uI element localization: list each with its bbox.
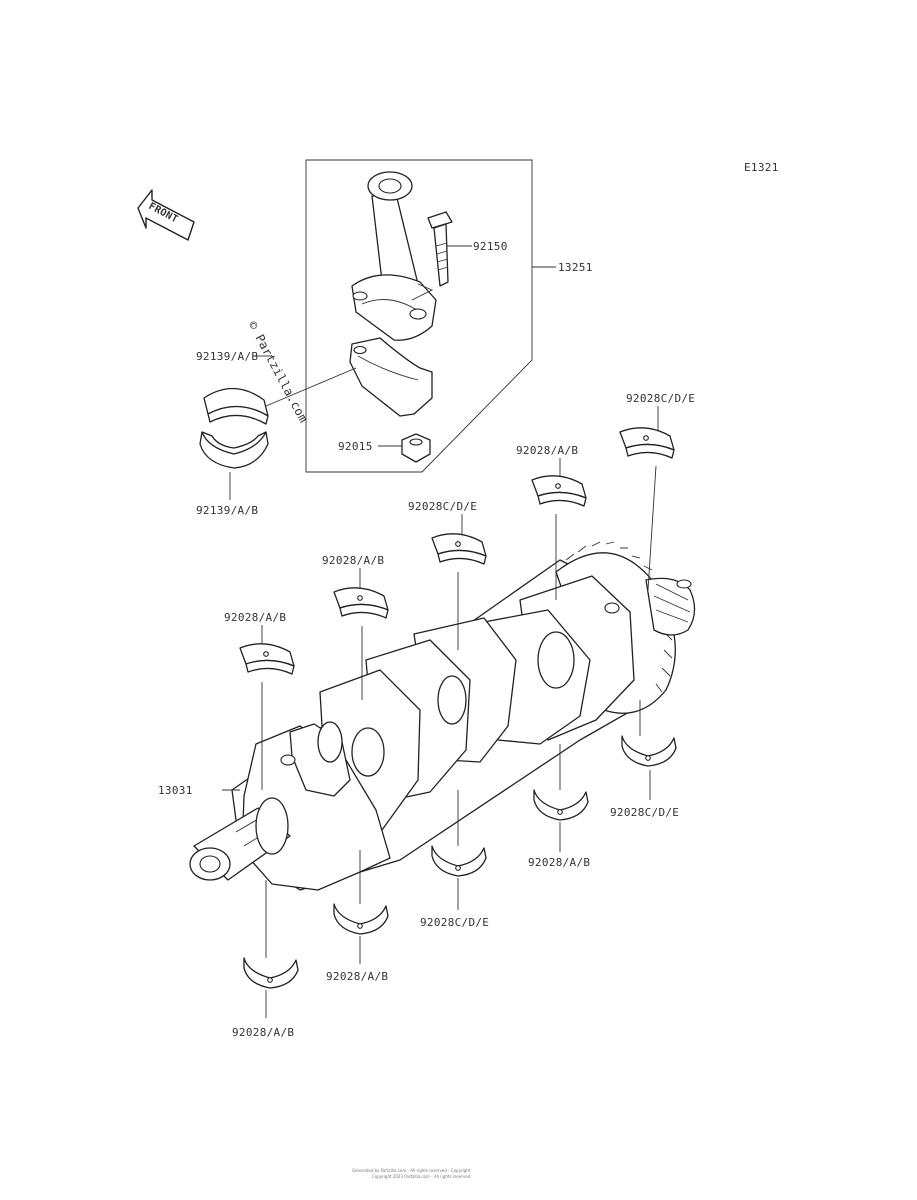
connecting-rod [349,171,437,417]
bearing-shell-b3 [243,957,299,989]
nut-92015 [401,433,431,463]
bearing-shell-r5 [533,789,589,821]
label-92028ab-l1: 92028/A/B [322,554,384,567]
label-92028cde-b1: 92028C/D/E [420,916,489,929]
diagram-code: E1321 [744,161,779,174]
label-92150: 92150 [473,240,508,253]
crankshaft-13031 [189,541,696,891]
bolt-92150 [427,211,453,287]
bearing-shell-r2 [531,475,587,507]
label-92028ab-l2: 92028/A/B [224,611,286,624]
label-92028ab-r1: 92028/A/B [516,444,578,457]
label-13251: 13251 [558,261,593,274]
label-92028cde-r1: 92028C/D/E [626,392,695,405]
label-13031: 13031 [158,784,193,797]
bearing-shell-r4 [621,735,677,767]
bearing-shell-92139-upper [203,387,269,425]
label-92028ab-b1: 92028/A/B [326,970,388,983]
label-92028cde-r2: 92028C/D/E [408,500,477,513]
footer-line-2: Copyright 2023 Partzilla.com - All right… [372,1174,471,1179]
bearing-shell-r1 [619,427,675,459]
label-92028cde-r3: 92028C/D/E [610,806,679,819]
label-92028ab-b2: 92028/A/B [232,1026,294,1039]
bearing-shell-b1 [431,845,487,877]
label-92139-bottom: 92139/A/B [196,504,258,517]
footer-line-1: Generated by Partzilla.com - All rights … [352,1168,471,1173]
bearing-shell-b2 [333,903,389,935]
label-92028ab-r3: 92028/A/B [528,856,590,869]
label-92015: 92015 [338,440,373,453]
bearing-shell-92139-lower [199,431,269,469]
front-arrow-icon: FRONT [137,189,195,241]
bearing-shell-l1 [333,587,389,619]
label-92139-top: 92139/A/B [196,350,258,363]
conrod-assembly-box [305,159,533,473]
bearing-shell-l2 [239,643,295,675]
bearing-shell-r3 [431,533,487,565]
